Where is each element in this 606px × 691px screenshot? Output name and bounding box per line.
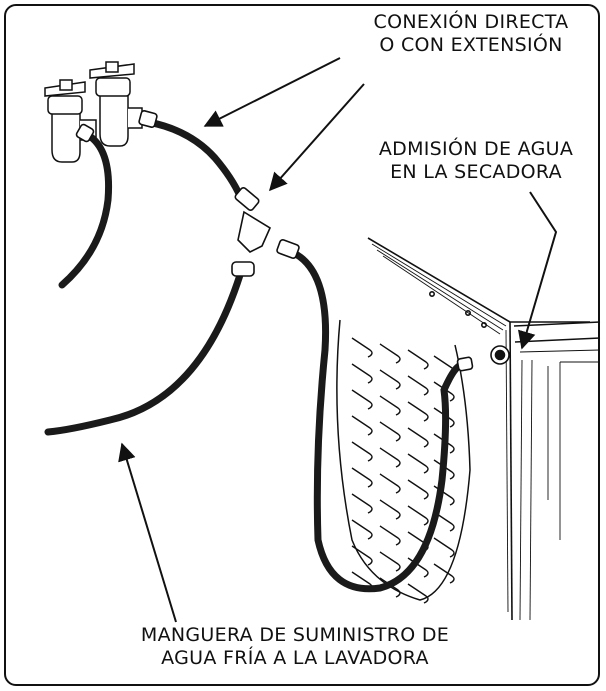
vent-slot <box>407 479 429 500</box>
vent-slot <box>351 493 373 514</box>
vent-slot <box>433 537 455 558</box>
vent-slots <box>351 337 455 604</box>
arrow-to-hose <box>203 57 341 127</box>
label-direct-connection-line1: CONEXIÓN DIRECTA <box>373 11 569 33</box>
vent-slot <box>379 551 401 572</box>
water-faucets <box>44 61 143 163</box>
vent-slot <box>379 577 401 598</box>
label-dryer-inlet-line2: EN LA SECADORA <box>390 161 562 183</box>
vent-slot <box>379 421 401 442</box>
vent-slot <box>407 375 429 396</box>
vent-slot <box>407 583 429 604</box>
vent-slot <box>407 505 429 526</box>
vent-slot <box>433 511 455 532</box>
vent-slot <box>379 395 401 416</box>
label-washer-hose-line2: AGUA FRÍA A LA LAVADORA <box>161 647 429 669</box>
connector-hose <box>144 118 244 200</box>
label-dryer-inlet: ADMISIÓN DE AGUA EN LA SECADORA <box>356 138 596 184</box>
vent-slot <box>351 363 373 384</box>
vent-slot <box>351 519 373 540</box>
vent-slot <box>379 343 401 364</box>
vent-slot <box>379 499 401 520</box>
vent-slot <box>351 389 373 410</box>
vent-slot <box>407 349 429 370</box>
vent-slot <box>433 563 455 584</box>
vent-slot <box>433 459 455 480</box>
vent-slot <box>433 381 455 402</box>
dryer-back-panel <box>336 319 471 601</box>
vent-slot <box>379 447 401 468</box>
vent-slot <box>351 337 373 358</box>
vent-slot <box>379 369 401 390</box>
arrow-to-y-connector <box>269 83 365 192</box>
washer-supply-hose <box>44 271 244 436</box>
vent-slot <box>351 441 373 462</box>
dryer-cabinet <box>367 237 601 621</box>
vent-slot <box>351 415 373 436</box>
vent-slot <box>407 401 429 422</box>
vent-slot <box>351 545 373 566</box>
arrow-to-dryer-inlet <box>518 191 558 350</box>
callout-arrows <box>118 57 558 623</box>
dryer-supply-hose <box>288 248 466 593</box>
dryer-inlet-fitting <box>490 345 510 365</box>
label-washer-hose: MANGUERA DE SUMINISTRO DE AGUA FRÍA A LA… <box>60 624 530 670</box>
vent-slot <box>407 557 429 578</box>
vent-slot <box>433 407 455 428</box>
label-washer-hose-line1: MANGUERA DE SUMINISTRO DE <box>140 624 450 646</box>
hoses <box>44 118 466 593</box>
vent-slot <box>433 485 455 506</box>
label-direct-connection: CONEXIÓN DIRECTA O CON EXTENSIÓN <box>344 11 598 57</box>
vent-slot <box>351 467 373 488</box>
vent-slot <box>379 473 401 494</box>
y-connector <box>75 110 474 372</box>
vent-slot <box>433 433 455 454</box>
left-faucet-hose <box>58 131 113 289</box>
vent-slot <box>407 453 429 474</box>
vent-slot <box>379 525 401 546</box>
label-dryer-inlet-line1: ADMISIÓN DE AGUA <box>378 138 574 160</box>
label-direct-connection-line2: O CON EXTENSIÓN <box>379 34 563 56</box>
arrow-to-washer-hose <box>118 442 177 623</box>
vent-slot <box>407 427 429 448</box>
